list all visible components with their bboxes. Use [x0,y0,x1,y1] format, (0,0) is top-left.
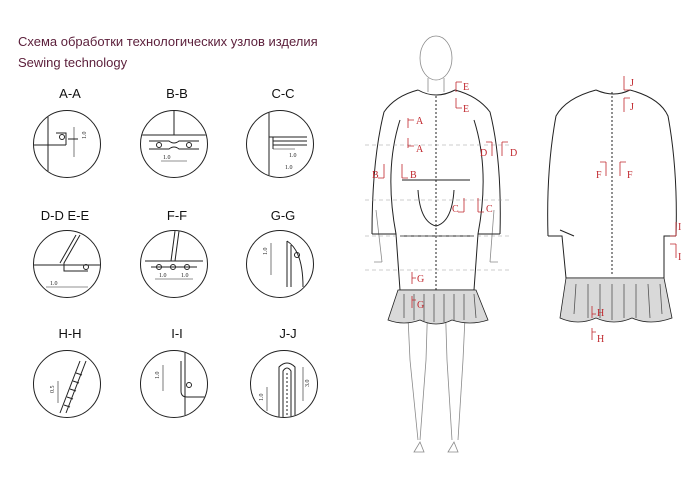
section-detail-ii: 1.0 [140,350,208,418]
svg-text:D: D [510,148,517,159]
marker-j-top: J [623,76,634,91]
svg-text:E: E [463,104,469,115]
section-detail-gg: 1.0 [246,230,314,298]
marker-f-left: F [596,161,607,181]
marker-j-bottom: J [623,97,634,113]
marker-f-right: F [619,161,633,181]
dim-ff-2: 1.0 [181,273,189,279]
frill-back [559,277,673,323]
dim-ii: 1.0 [155,372,161,380]
svg-text:H: H [597,308,604,319]
marker-e-bottom: E [455,98,469,115]
section-detail-jj: 3.0 1.0 [250,350,318,418]
frill-front [387,289,489,325]
guide-lines-front [365,144,510,271]
section-detail-bb: 1.0 [140,110,208,178]
marker-g-top: G [411,272,424,285]
marker-e-top: E [455,81,469,93]
marker-h-top: H [591,306,604,319]
section-detail-hh: 0.5 [33,350,101,418]
dim-dd: 1.0 [50,281,58,287]
svg-text:C: C [452,204,459,215]
section-label-gg: G-G [270,208,296,223]
dim-ff-1: 1.0 [159,273,167,279]
page-title-ru: Схема обработки технологических узлов из… [18,34,318,49]
marker-c-right: C [477,198,493,215]
marker-i-top: I [670,222,681,237]
section-label-jj: J-J [279,326,297,341]
dim-bb: 1.0 [163,155,171,161]
section-label-dd: D-D E-E [40,208,90,223]
svg-text:C: C [486,204,493,215]
section-detail-ff: 1.0 1.0 [140,230,208,298]
marker-a-bottom: A [407,138,424,155]
section-label-ff: F-F [166,208,188,223]
svg-text:B: B [372,170,379,181]
section-detail-aa: 1.0 [33,110,101,178]
section-label-ii: I-I [171,326,183,341]
marker-d-left: D [480,141,493,159]
dim-cc-1: 1.0 [289,153,297,159]
svg-text:I: I [678,252,681,263]
section-detail-cc: 1.0 1.0 [246,110,314,178]
svg-text:G: G [417,300,424,311]
svg-text:B: B [410,170,417,181]
marker-c-left: C [452,198,465,215]
marker-g-bottom: G [411,296,424,311]
section-label-hh: H-H [58,326,82,341]
section-detail-dd: 1.0 [33,230,101,298]
svg-text:G: G [417,274,424,285]
marker-h-bottom: H [591,328,604,345]
svg-text:F: F [627,170,633,181]
svg-text:I: I [678,222,681,233]
dim-cc-2: 1.0 [285,165,293,171]
section-label-cc: C-C [271,86,295,101]
svg-text:J: J [630,78,634,89]
dim-hh: 0.5 [50,386,56,394]
dress-back [547,89,677,279]
dim-gg: 1.0 [263,248,269,256]
marker-d-right: D [501,141,517,159]
marker-b-right: B [401,164,417,181]
svg-text:A: A [416,116,424,127]
svg-text:J: J [630,102,634,113]
dim-jj-2: 1.0 [259,394,265,402]
svg-text:A: A [416,144,424,155]
dim-jj-1: 3.0 [305,380,311,388]
marker-a-top: A [407,116,424,128]
svg-text:E: E [463,82,469,93]
svg-text:F: F [596,170,602,181]
svg-text:H: H [597,334,604,345]
section-label-aa: A-A [59,86,81,101]
marker-b-left: B [372,164,385,181]
section-label-bb: B-B [166,86,188,101]
svg-text:D: D [480,148,487,159]
page-title-en: Sewing technology [18,55,128,70]
marker-i-bottom: I [670,243,681,263]
dim-aa: 1.0 [82,132,88,140]
